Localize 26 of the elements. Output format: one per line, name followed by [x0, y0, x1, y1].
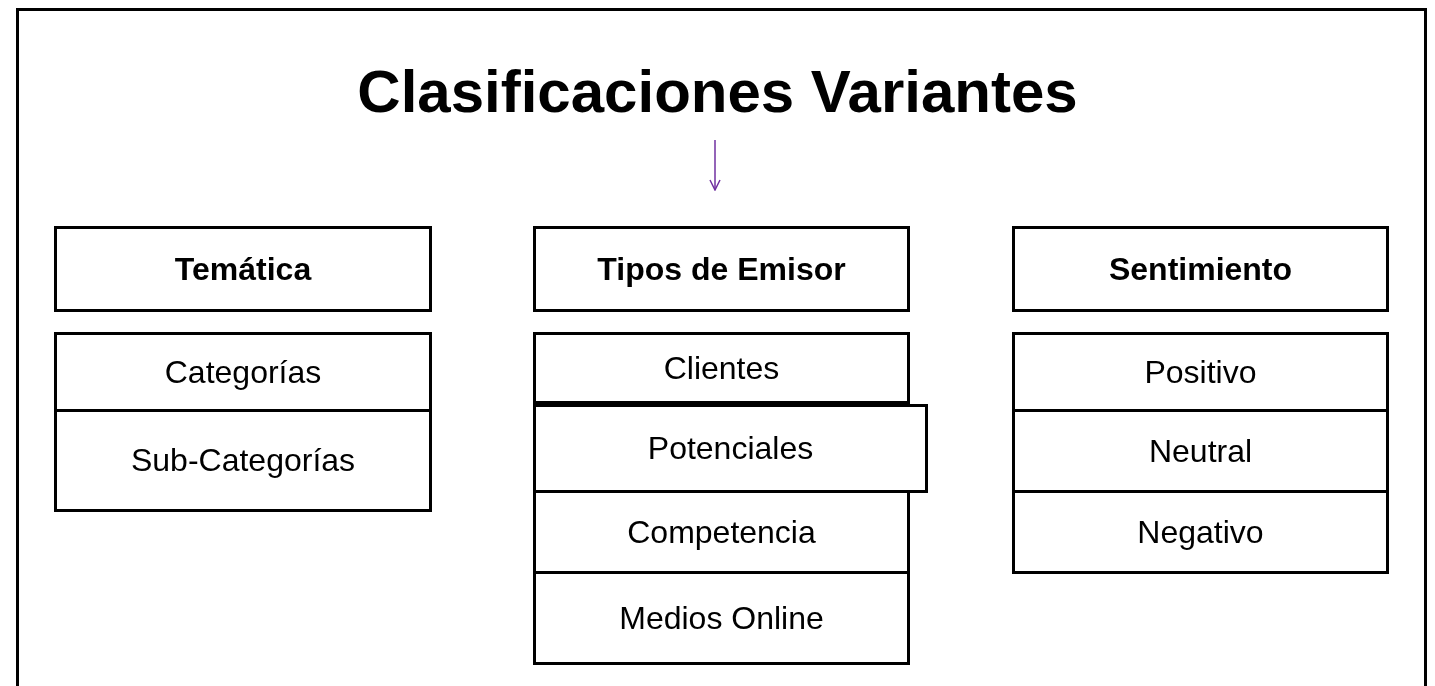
- item-box: [1012, 332, 1389, 412]
- item-box: [1012, 493, 1389, 574]
- item-label: Positivo: [1144, 353, 1257, 391]
- item-box: [54, 412, 432, 512]
- item-box: [533, 404, 928, 493]
- item-box: [1012, 412, 1389, 493]
- item-label: Categorías: [164, 353, 322, 391]
- category-header-box: [1012, 226, 1389, 312]
- item-label: Competencia: [627, 513, 816, 551]
- item-box: [533, 332, 910, 404]
- item-box: [54, 332, 432, 412]
- header-label: Temática: [174, 250, 312, 288]
- item-label: Clientes: [663, 349, 780, 387]
- header-label: Tipos de Emisor: [597, 250, 846, 288]
- item-label: Potenciales: [647, 430, 814, 467]
- item-label: Negativo: [1137, 513, 1264, 551]
- item-label: Sub-Categorías: [130, 442, 356, 479]
- header-label: Sentimiento: [1108, 250, 1293, 288]
- item-label: Medios Online: [619, 599, 824, 637]
- category-header-box: [533, 226, 910, 312]
- arrow: [709, 139, 721, 191]
- category-header-box: [54, 226, 432, 312]
- title: Clasificaciones Variantes: [356, 57, 1079, 127]
- item-label: Neutral: [1148, 432, 1253, 470]
- item-box: [533, 493, 910, 574]
- item-box: [533, 574, 910, 665]
